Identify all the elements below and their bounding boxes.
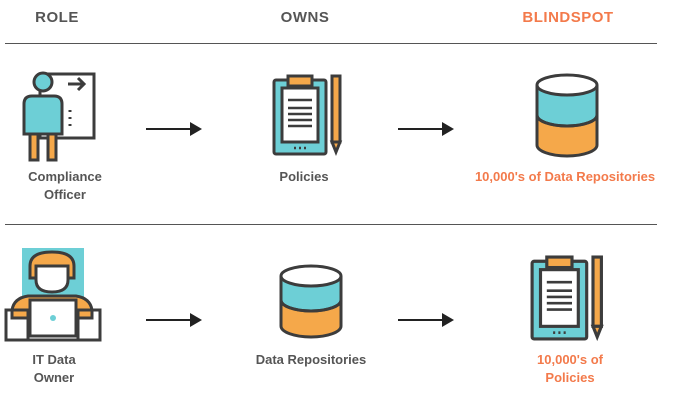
database-icon xyxy=(535,73,599,158)
owns-label-data-repositories: Data Repositories xyxy=(255,352,367,367)
arrow-right-icon xyxy=(146,313,202,327)
clipboard-policy-icon xyxy=(272,74,343,157)
database-icon xyxy=(279,264,343,339)
compliance-officer-icon xyxy=(22,71,96,162)
owns-header: OWNS xyxy=(280,9,330,26)
role-label-compliance-officer: Compliance Officer xyxy=(28,169,102,202)
owns-label-policies: Policies xyxy=(279,169,329,184)
blindspot-label-data-repositories: 10,000's of Data Repositories xyxy=(474,169,656,184)
role-header: ROLE xyxy=(35,9,79,26)
row-divider xyxy=(5,224,657,225)
it-data-owner-icon xyxy=(4,248,102,342)
blindspot-header: BLINDSPOT xyxy=(522,9,614,26)
arrow-right-icon xyxy=(398,122,454,136)
role-label-it-data-owner: IT Data Owner xyxy=(32,352,76,385)
arrow-right-icon xyxy=(146,122,202,136)
arrow-right-icon xyxy=(398,313,454,327)
header-divider xyxy=(5,43,657,44)
clipboard-policy-icon xyxy=(530,255,604,342)
blindspot-label-policies: 10,000's of Policies xyxy=(537,352,603,385)
